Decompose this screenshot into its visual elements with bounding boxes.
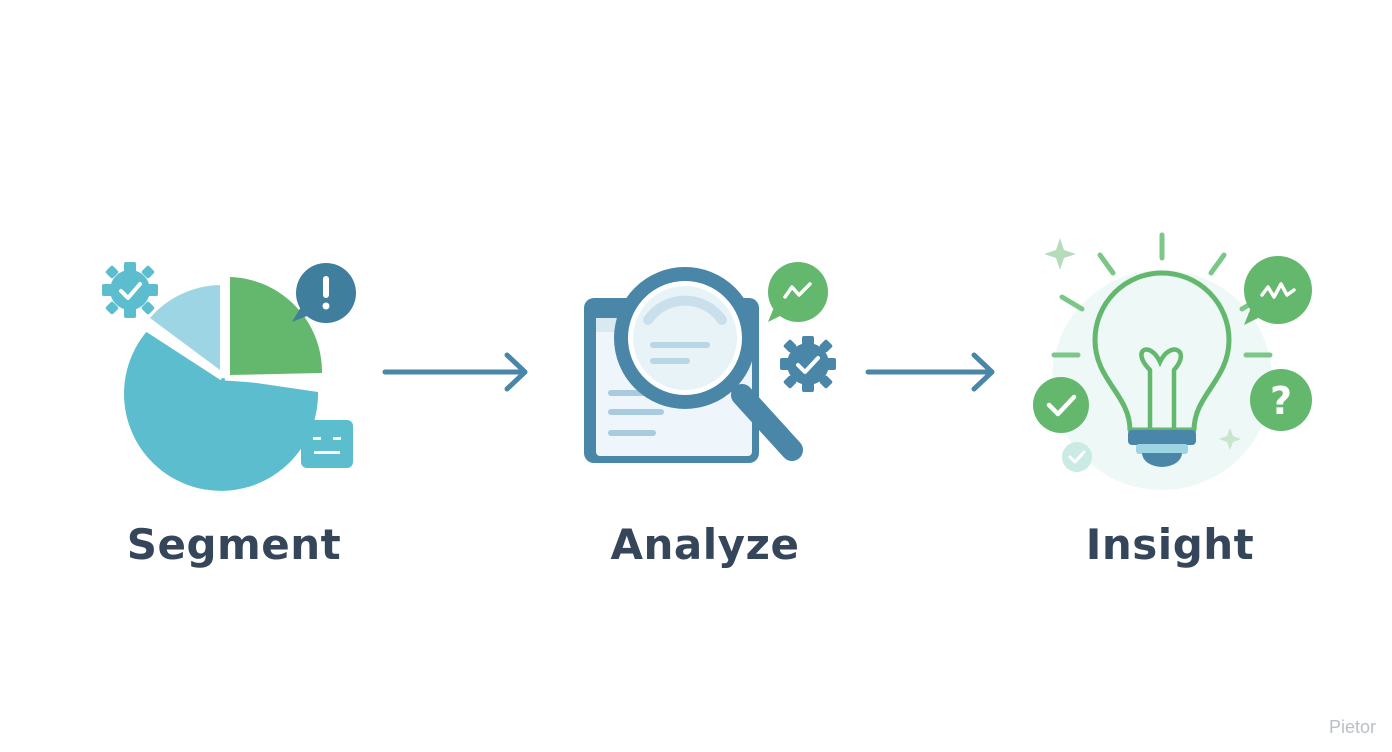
step-label-insight: Insight <box>1085 520 1255 569</box>
alert-bubble-icon <box>292 263 356 323</box>
neutral-face-icon <box>301 420 353 468</box>
lightbulb-icon <box>1051 232 1273 490</box>
arrow-right-icon <box>865 352 995 392</box>
faded-check-icon <box>1062 442 1092 472</box>
gear-check-icon <box>780 336 836 392</box>
sparkle-icon <box>1044 238 1241 450</box>
question-bubble-icon: ? <box>1250 369 1312 431</box>
chart-bubble-icon <box>1244 256 1312 325</box>
step-label-segment: Segment <box>126 520 342 569</box>
watermark: Pietor <box>1328 717 1376 737</box>
magnifier-icon <box>614 267 803 461</box>
check-circle-icon <box>1033 377 1089 433</box>
chart-bubble-icon <box>768 262 828 322</box>
gear-check-icon <box>102 262 158 318</box>
svg-text:?: ? <box>1270 379 1292 423</box>
arrow-right-icon <box>382 352 528 392</box>
pie-chart-icon <box>124 277 326 491</box>
step-label-analyze: Analyze <box>610 520 800 569</box>
